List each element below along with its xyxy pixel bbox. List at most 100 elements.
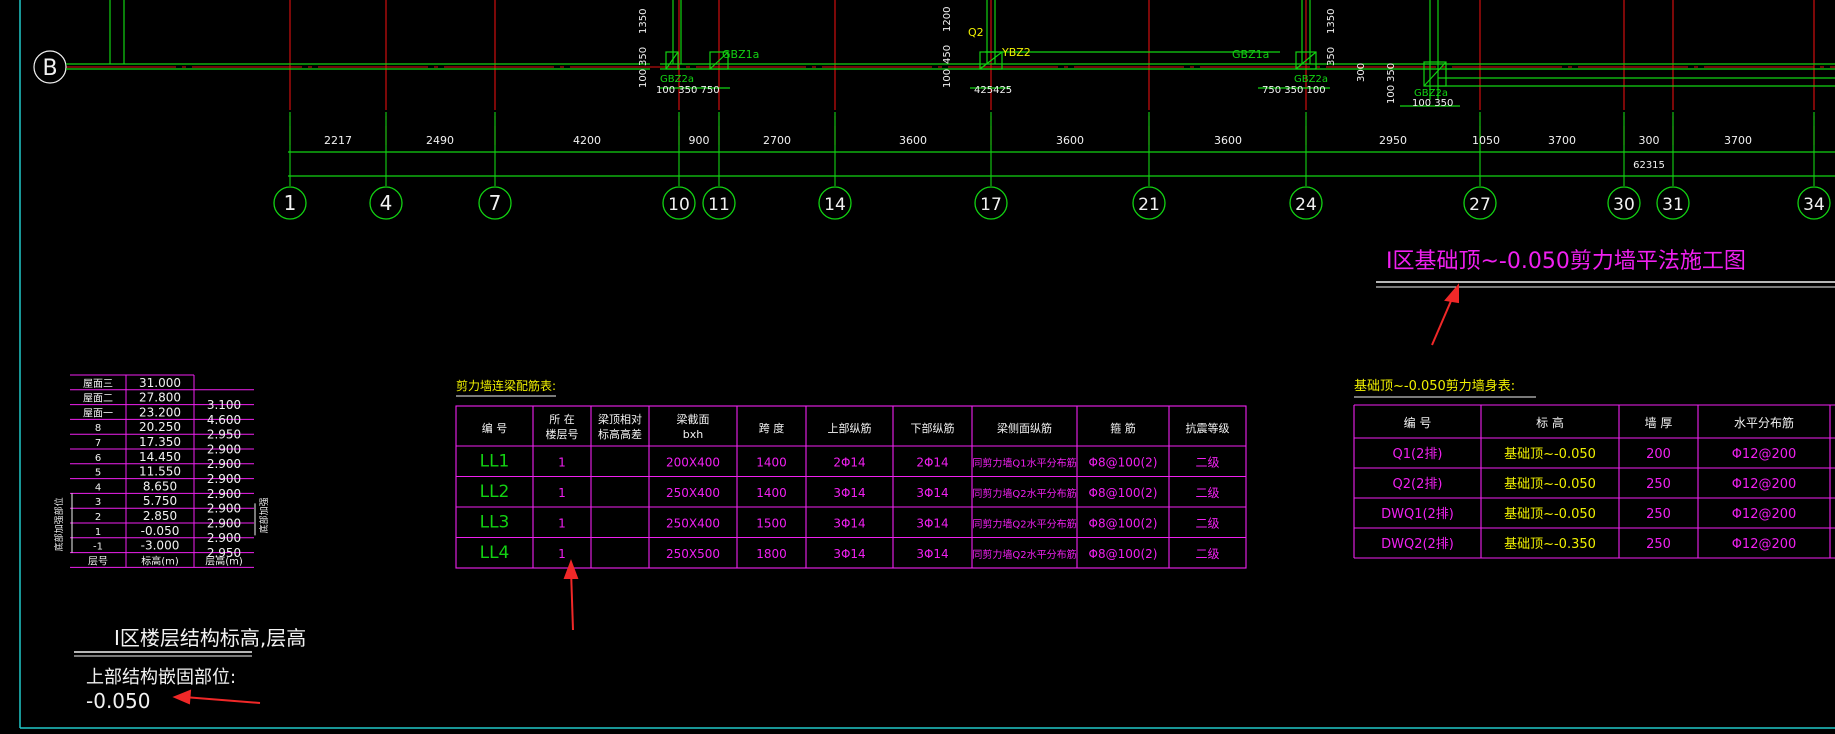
floor-height: 2.950 — [207, 428, 241, 442]
wall-labels: GBZ1a GBZ1a GBZ2a GBZ2a GBZ2a YBZ2 Q2 — [660, 26, 1448, 99]
dimension-0: 2217 — [324, 134, 352, 147]
label-gbz1a-a: GBZ1a — [722, 48, 759, 61]
beam-header-cell: 箍 筋 — [1110, 421, 1136, 435]
beam-cell: 二级 — [1195, 486, 1219, 500]
beam-cell: 1 — [558, 516, 566, 530]
beam-cell: LL1 — [480, 451, 510, 471]
dimension-12: 3700 — [1724, 134, 1752, 147]
wall-header-cell: 编 号 — [1404, 415, 1432, 430]
axis-bubble-24: 24 — [1289, 186, 1323, 220]
floor-number: 8 — [95, 423, 101, 434]
row-axis-b[interactable]: B — [33, 50, 67, 84]
floor-number: 2 — [95, 512, 101, 523]
floor-number: 1 — [95, 527, 101, 538]
beam-cell: 250X500 — [666, 547, 720, 561]
beam-cell: 200X400 — [666, 455, 720, 469]
wall-cell: Q1(2排) — [1393, 447, 1443, 462]
dim-1350b: 1350 — [1326, 9, 1337, 34]
axis-bubble-14: 14 — [818, 186, 852, 220]
floor-height: 2.900 — [207, 516, 241, 530]
floor-height: 4.600 — [207, 413, 241, 427]
shear-wall-plan — [66, 0, 1835, 107]
floor-elevation: 31.000 — [139, 376, 181, 390]
dimension-1: 2490 — [426, 134, 454, 147]
beam-cell: 250X400 — [666, 486, 720, 500]
beam-cell: 二级 — [1195, 455, 1219, 469]
dim-300: 300 — [1356, 63, 1367, 82]
wall-cell: Φ12@200 — [1732, 507, 1797, 522]
dim-1200: 1200 — [942, 7, 953, 32]
wall-cell: Φ12@200 — [1732, 447, 1797, 462]
axis-label-24: 24 — [1295, 195, 1317, 215]
beam-cell: 1800 — [756, 547, 787, 561]
wall-cell: 基础顶~-0.050 — [1504, 507, 1596, 522]
wall-cell: 250 — [1646, 537, 1671, 552]
floor-height: 2.900 — [207, 442, 241, 456]
wall-cell: Φ12@200 — [1732, 477, 1797, 492]
dimension-10: 3700 — [1548, 134, 1576, 147]
floor-height: 2.900 — [207, 487, 241, 501]
axis-bubble-17: 17 — [974, 186, 1008, 220]
beam-cell: 二级 — [1195, 516, 1219, 530]
beam-header-cell: 梁截面 — [677, 412, 710, 426]
dim-350c: 350 — [1386, 63, 1397, 82]
axis-label-21: 21 — [1138, 195, 1160, 215]
beam-header-cell: 梁顶相对 — [598, 412, 642, 426]
dim-100c: 100 — [1386, 85, 1397, 104]
floor-number: 6 — [95, 453, 101, 464]
beam-header-cell: 下部纵筋 — [911, 421, 955, 435]
floor-elevation: 11.550 — [139, 465, 181, 479]
beam-cell: Φ8@100(2) — [1089, 547, 1158, 561]
bottom-zone-label-left: 底部加强部位 — [53, 497, 65, 551]
beam-cell: 250X400 — [666, 516, 720, 530]
shear-wall-body-table: 基础顶~-0.050剪力墙身表:编 号标 高墙 厚水平分布筋Q1(2排)基础顶~… — [1353, 378, 1835, 559]
dimension-line-row — [288, 151, 1835, 177]
beam-cell: Φ8@100(2) — [1089, 486, 1158, 500]
label-gbz2a-b: GBZ2a — [1294, 74, 1328, 85]
floor-elevation: 2.850 — [143, 509, 177, 523]
wall-header-cell: 标 高 — [1536, 415, 1564, 430]
small-dimensions: 1350 350 100 100 350 750 1200 450 100 42… — [638, 7, 1453, 109]
axis-label-10: 10 — [668, 195, 690, 215]
wall-cell: 200 — [1646, 447, 1671, 462]
floor-footer-height: 层高(m) — [205, 554, 243, 567]
axis-bubble-31: 31 — [1656, 186, 1690, 220]
beam-cell: Φ8@100(2) — [1089, 516, 1158, 530]
beam-cell: LL4 — [480, 543, 510, 563]
dimension-11: 300 — [1639, 134, 1660, 147]
floor-number: -1 — [93, 542, 103, 553]
drawing-title-block: Ⅰ区基础顶~-0.050剪力墙平法施工图 — [1376, 249, 1835, 288]
beam-table-title: 剪力墙连梁配筋表: — [456, 378, 556, 393]
floor-footer-elev: 标高(m) — [141, 554, 179, 567]
dim-750-350-100: 750 350 100 — [1262, 85, 1326, 96]
axis-label-14: 14 — [824, 195, 846, 215]
floor-height: 3.100 — [207, 398, 241, 412]
axis-bubble-1: 1 — [273, 186, 307, 220]
dimension-9: 1050 — [1472, 134, 1500, 147]
dim-450: 450 — [942, 45, 953, 64]
bottom-zone-label-right: 底部加强 — [258, 497, 270, 533]
beam-header-cell: 上部纵筋 — [828, 421, 872, 435]
beam-cell: 1 — [558, 547, 566, 561]
floor-number: 7 — [95, 438, 101, 449]
floor-number: 3 — [95, 497, 101, 508]
dimension-7: 3600 — [1214, 134, 1242, 147]
beam-header-cell: 楼层号 — [546, 427, 579, 441]
axis-label-27: 27 — [1469, 195, 1491, 215]
axis-bubble-27: 27 — [1463, 186, 1497, 220]
wall-cell: 基础顶~-0.350 — [1504, 537, 1596, 552]
dimension-6: 3600 — [1056, 134, 1084, 147]
dimension-2: 4200 — [573, 134, 601, 147]
floor-elevation: 8.650 — [143, 479, 177, 493]
wall-cell: DWQ2(2排) — [1381, 537, 1454, 552]
beam-cell: 3Φ14 — [833, 486, 865, 500]
label-q2: Q2 — [968, 26, 984, 39]
axis-label-31: 31 — [1662, 195, 1684, 215]
floor-elevation: 23.200 — [139, 405, 181, 419]
wall-cell: 基础顶~-0.050 — [1504, 447, 1596, 462]
beam-header-cell: 编 号 — [482, 421, 508, 435]
dim-425425: 425425 — [974, 85, 1012, 96]
